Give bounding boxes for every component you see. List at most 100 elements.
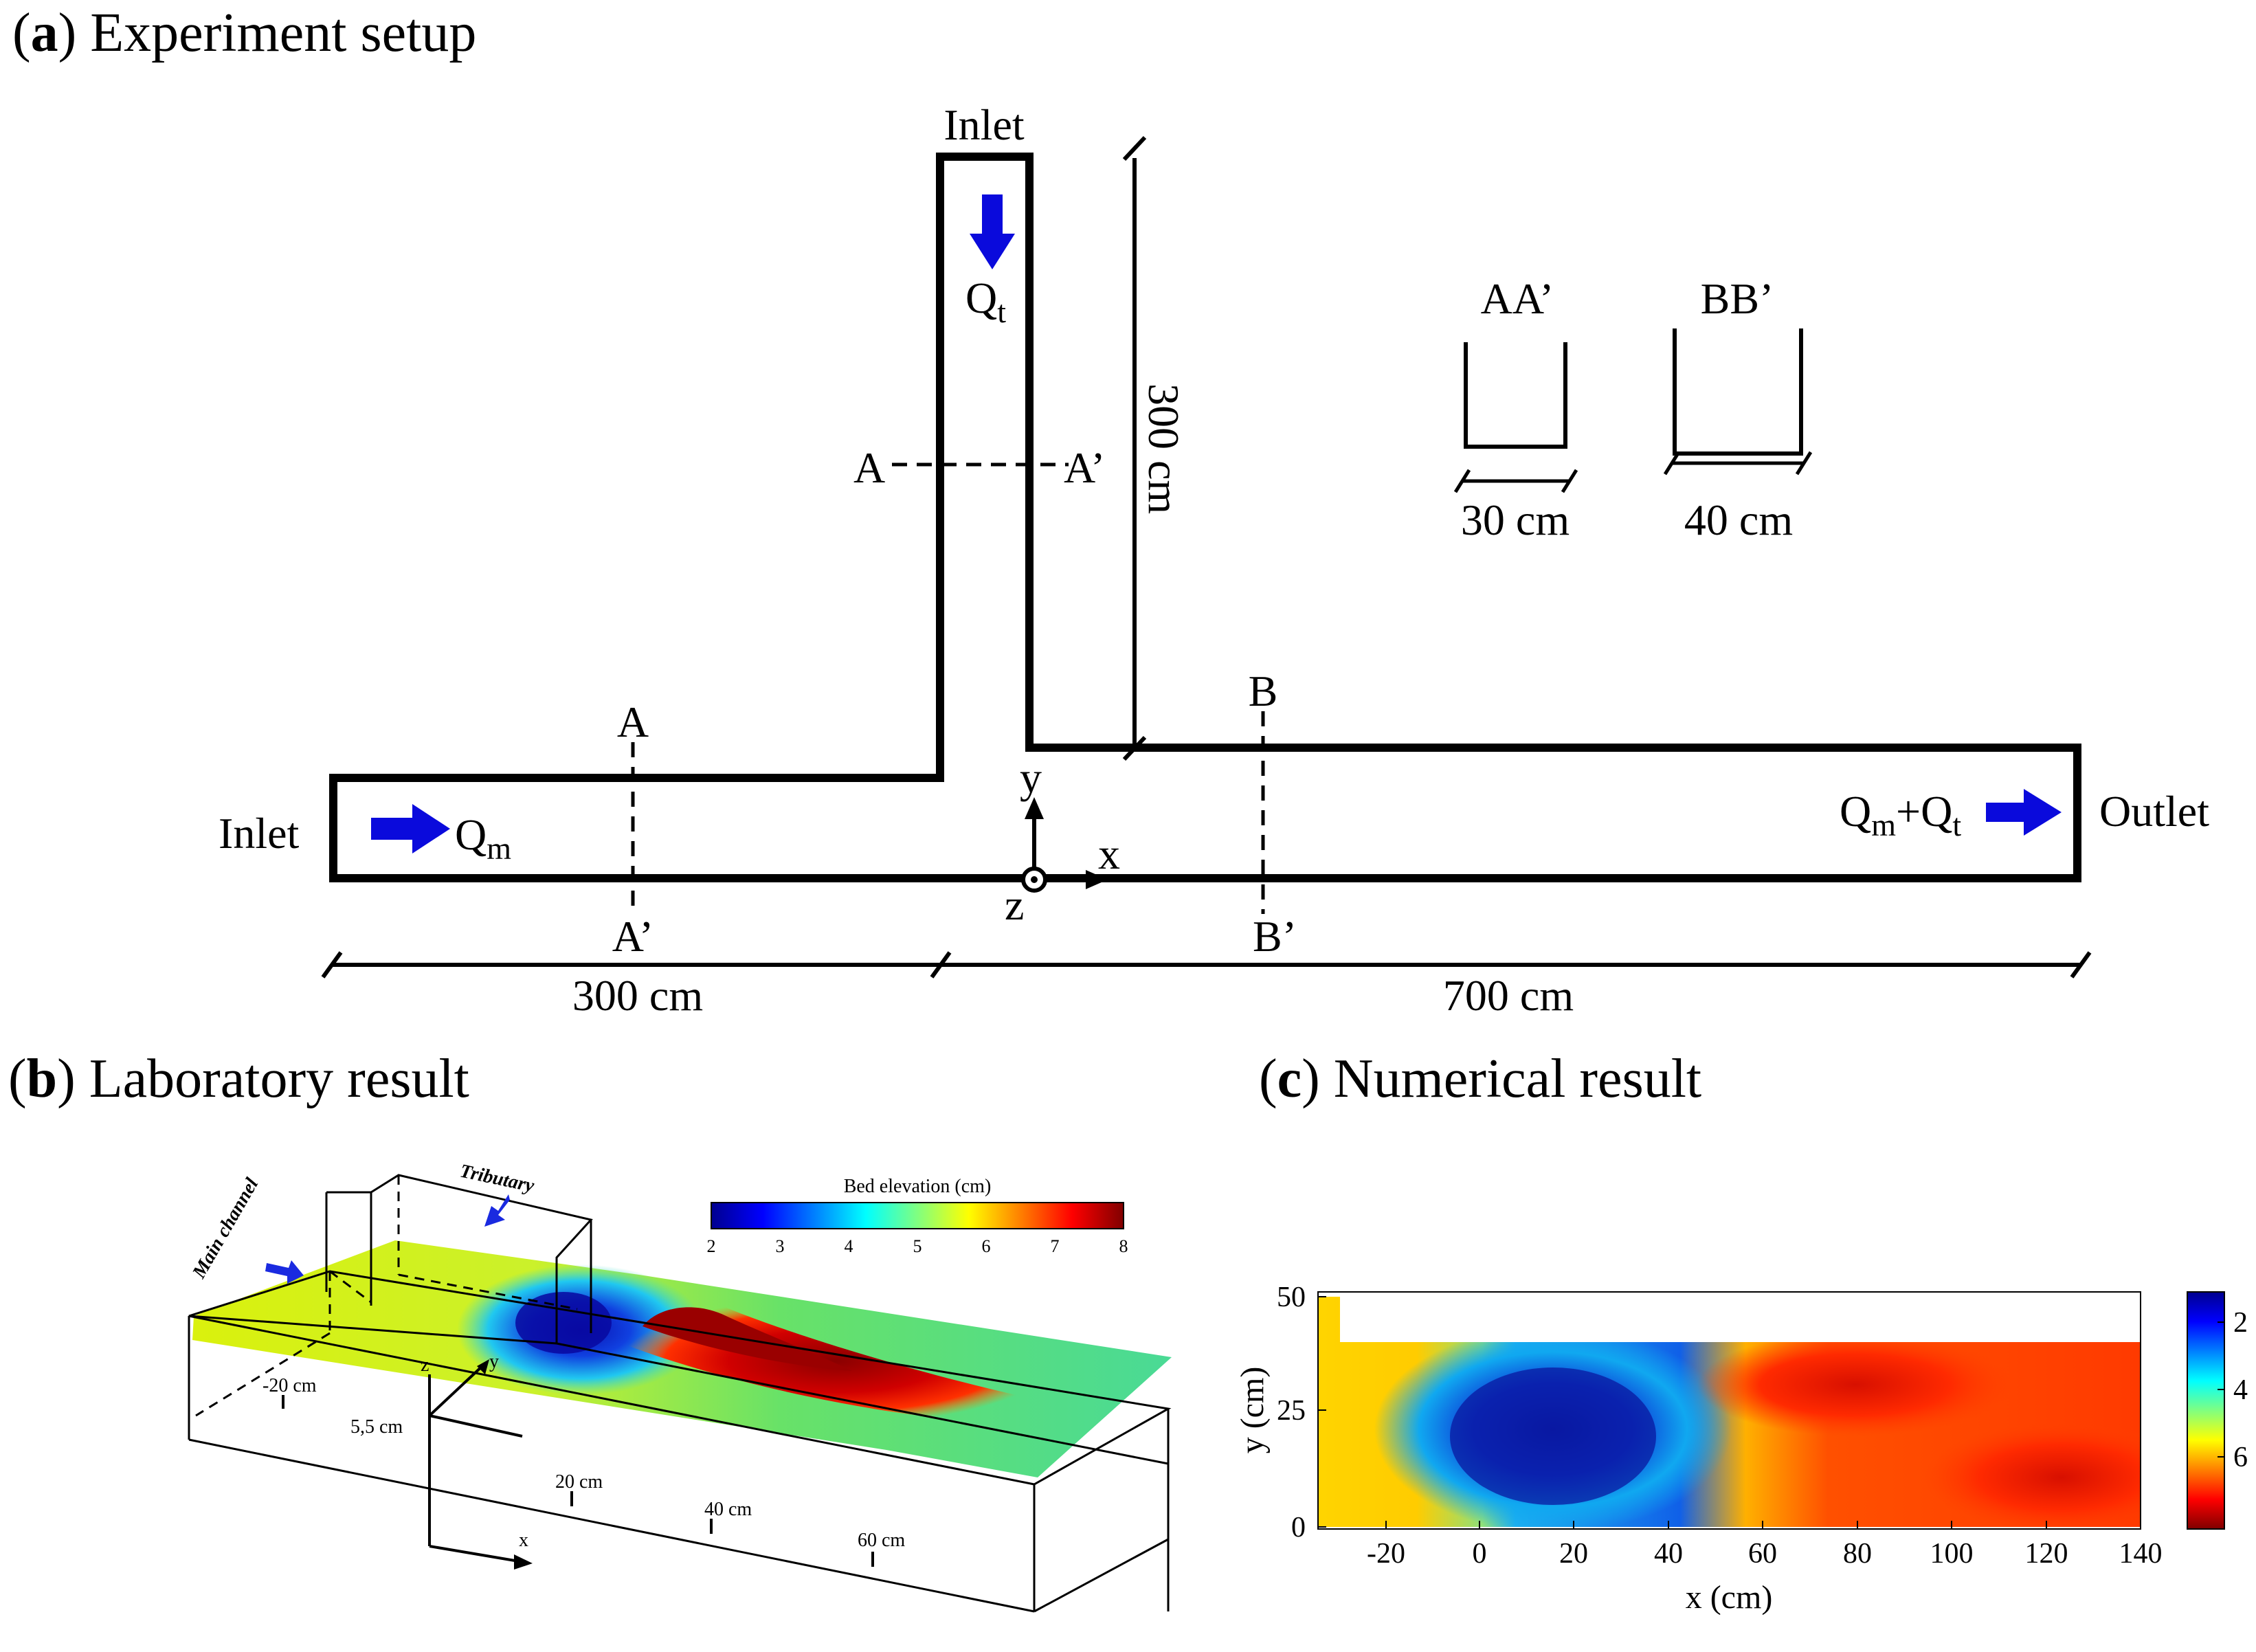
panel-c-title: (c) Numerical result	[1259, 1049, 1702, 1109]
label-outlet: Outlet	[2099, 787, 2209, 836]
label-section-b-top: B	[1249, 667, 1278, 715]
lab-colorbar-tick: 4	[845, 1236, 853, 1256]
setup-labels: Inlet Inlet Outlet Qt Qm Qm+Qt A A’ A A’…	[219, 100, 2209, 1020]
numerical-result-plot	[1317, 1291, 2225, 1530]
label-section-a-top: A	[617, 697, 649, 746]
cross-section-aa-tick-left	[1453, 469, 1471, 493]
numerical-colorbar-tick: 4	[2233, 1374, 2248, 1406]
lab-axis-x	[429, 1414, 523, 1438]
lab-colorbar-tick: 2	[707, 1236, 716, 1256]
panel-b-title-text: Laboratory result	[89, 1049, 469, 1109]
numerical-colorbar-tick: 2	[2233, 1307, 2248, 1339]
numerical-deposition-zone	[1697, 1333, 2013, 1436]
numerical-xtick: 40	[1654, 1538, 1683, 1570]
label-axis-y: y	[1020, 753, 1042, 802]
lab-colorbar	[711, 1202, 1124, 1229]
lab-tick-label-60: 60 cm	[858, 1530, 905, 1551]
experiment-setup-diagram	[321, 135, 2092, 979]
numerical-xtick: 100	[1930, 1538, 1974, 1570]
panel-a-title: (a) Experiment setup	[12, 3, 477, 63]
axis-z-dot	[1031, 876, 1038, 883]
numerical-colorbar-tick: 6	[2233, 1442, 2248, 1473]
panel-a-letter: a	[30, 3, 58, 63]
numerical-scour-core	[1450, 1368, 1656, 1505]
dim-tributary-tick-top	[1122, 135, 1147, 161]
lab-label-main-channel: Main channel	[188, 1174, 263, 1282]
panel-b-title: (b) Laboratory result	[8, 1049, 469, 1109]
label-q-tributary: Qt	[965, 274, 1006, 329]
label-cross-section-aa: AA’	[1481, 274, 1554, 323]
numerical-xtick: 80	[1843, 1538, 1872, 1570]
cross-section-bb-tick-left	[1663, 451, 1681, 476]
numerical-xtick: 20	[1559, 1538, 1588, 1570]
numerical-blank-region	[1479, 1292, 2141, 1342]
q-out-plus: +Q	[1896, 787, 1952, 836]
numerical-deposition-zone	[1924, 1422, 2141, 1527]
q-out-t-sub: t	[1952, 807, 1961, 842]
lab-tick-label-neg20: -20 cm	[263, 1375, 317, 1396]
label-inlet-left: Inlet	[219, 809, 300, 858]
lab-colorbar-tick: 8	[1119, 1236, 1128, 1256]
lab-axis-label-y: y	[489, 1351, 499, 1372]
numerical-xtick: 140	[2119, 1538, 2163, 1570]
lab-tributary-edge	[329, 1270, 372, 1304]
lab-x-arrowhead	[514, 1554, 533, 1570]
dim-main-tick-left	[321, 951, 343, 979]
lab-colorbar-tick: 5	[913, 1236, 922, 1256]
lab-colorbar-ticks: 2 3 4 5 6 7 8	[707, 1236, 1128, 1256]
cross-section-aa-tick-right	[1561, 469, 1578, 493]
panel-c-title-text: Numerical result	[1333, 1049, 1702, 1109]
numerical-xtick: 0	[1473, 1538, 1487, 1570]
cross-section-aa-shape	[1464, 342, 1567, 449]
lab-tick-label-20: 20 cm	[555, 1471, 603, 1493]
label-q-outlet: Qm+Qt	[1840, 787, 1961, 842]
label-dim-upstream: 300 cm	[572, 971, 703, 1020]
numerical-ytick: 25	[1277, 1395, 1306, 1427]
label-axis-z: z	[1005, 880, 1024, 929]
numerical-ytick: 50	[1277, 1282, 1306, 1313]
lab-inner-line	[556, 1342, 1169, 1465]
dim-main-tick-right	[2070, 951, 2092, 979]
lab-axis-ticks: -20 cm 5,5 cm 20 cm 40 cm 60 cm x y z	[263, 1351, 905, 1551]
axis-y-arrowhead	[1025, 797, 1044, 819]
lab-flow-arrow-main	[265, 1260, 304, 1284]
lab-tick-label-55: 5,5 cm	[350, 1416, 403, 1438]
label-section-a-right: A’	[1064, 443, 1105, 492]
label-dim-tributary: 300 cm	[1139, 383, 1188, 514]
numerical-xtick: 120	[2025, 1538, 2068, 1570]
lab-result-3d	[188, 1174, 1172, 1613]
label-section-a-left: A	[853, 443, 885, 492]
lab-axis-y	[428, 1363, 486, 1417]
axis-x-arrowhead	[1086, 870, 1108, 889]
panel-c-letter: c	[1277, 1049, 1302, 1109]
q-m-sub: m	[487, 831, 511, 866]
lab-tick-label-40: 40 cm	[704, 1499, 752, 1520]
numerical-ylabel: y (cm)	[1234, 1367, 1271, 1454]
lab-axis-label-z: z	[421, 1354, 429, 1376]
label-inlet-top: Inlet	[943, 100, 1025, 149]
label-section-a-bottom: A’	[612, 912, 654, 961]
dim-main-tick-mid	[930, 951, 952, 979]
flow-arrows	[371, 194, 2062, 853]
lab-x-arrow-line	[429, 1545, 520, 1563]
numerical-xtick: -20	[1367, 1538, 1405, 1570]
cross-section-bb-shape	[1673, 328, 1803, 456]
label-cross-section-bb-width: 40 cm	[1684, 495, 1793, 544]
flow-arrow-tributary	[970, 194, 1015, 269]
numerical-labels: -20 0 20 40 60 80 100 120 140 0 25 50 x …	[1234, 1282, 2248, 1616]
panel-a-title-text: Experiment setup	[90, 3, 477, 63]
lab-box-edge	[188, 1438, 1035, 1613]
lab-colorbar-tick: 3	[776, 1236, 785, 1256]
label-axis-x: x	[1098, 829, 1120, 878]
channel-outline	[329, 153, 2081, 882]
label-cross-section-bb: BB’	[1701, 274, 1774, 323]
label-section-b-bottom: B’	[1253, 912, 1297, 961]
lab-tributary-edge	[398, 1273, 578, 1310]
label-dim-downstream: 700 cm	[1443, 971, 1574, 1020]
flow-arrow-outlet	[1986, 789, 2062, 836]
q-t-sub: t	[997, 294, 1006, 329]
label-cross-section-aa-width: 30 cm	[1461, 495, 1570, 544]
lab-colorbar-tick: 6	[982, 1236, 991, 1256]
lab-box-edge	[1034, 1538, 1169, 1613]
numerical-colorbar	[2187, 1291, 2225, 1530]
